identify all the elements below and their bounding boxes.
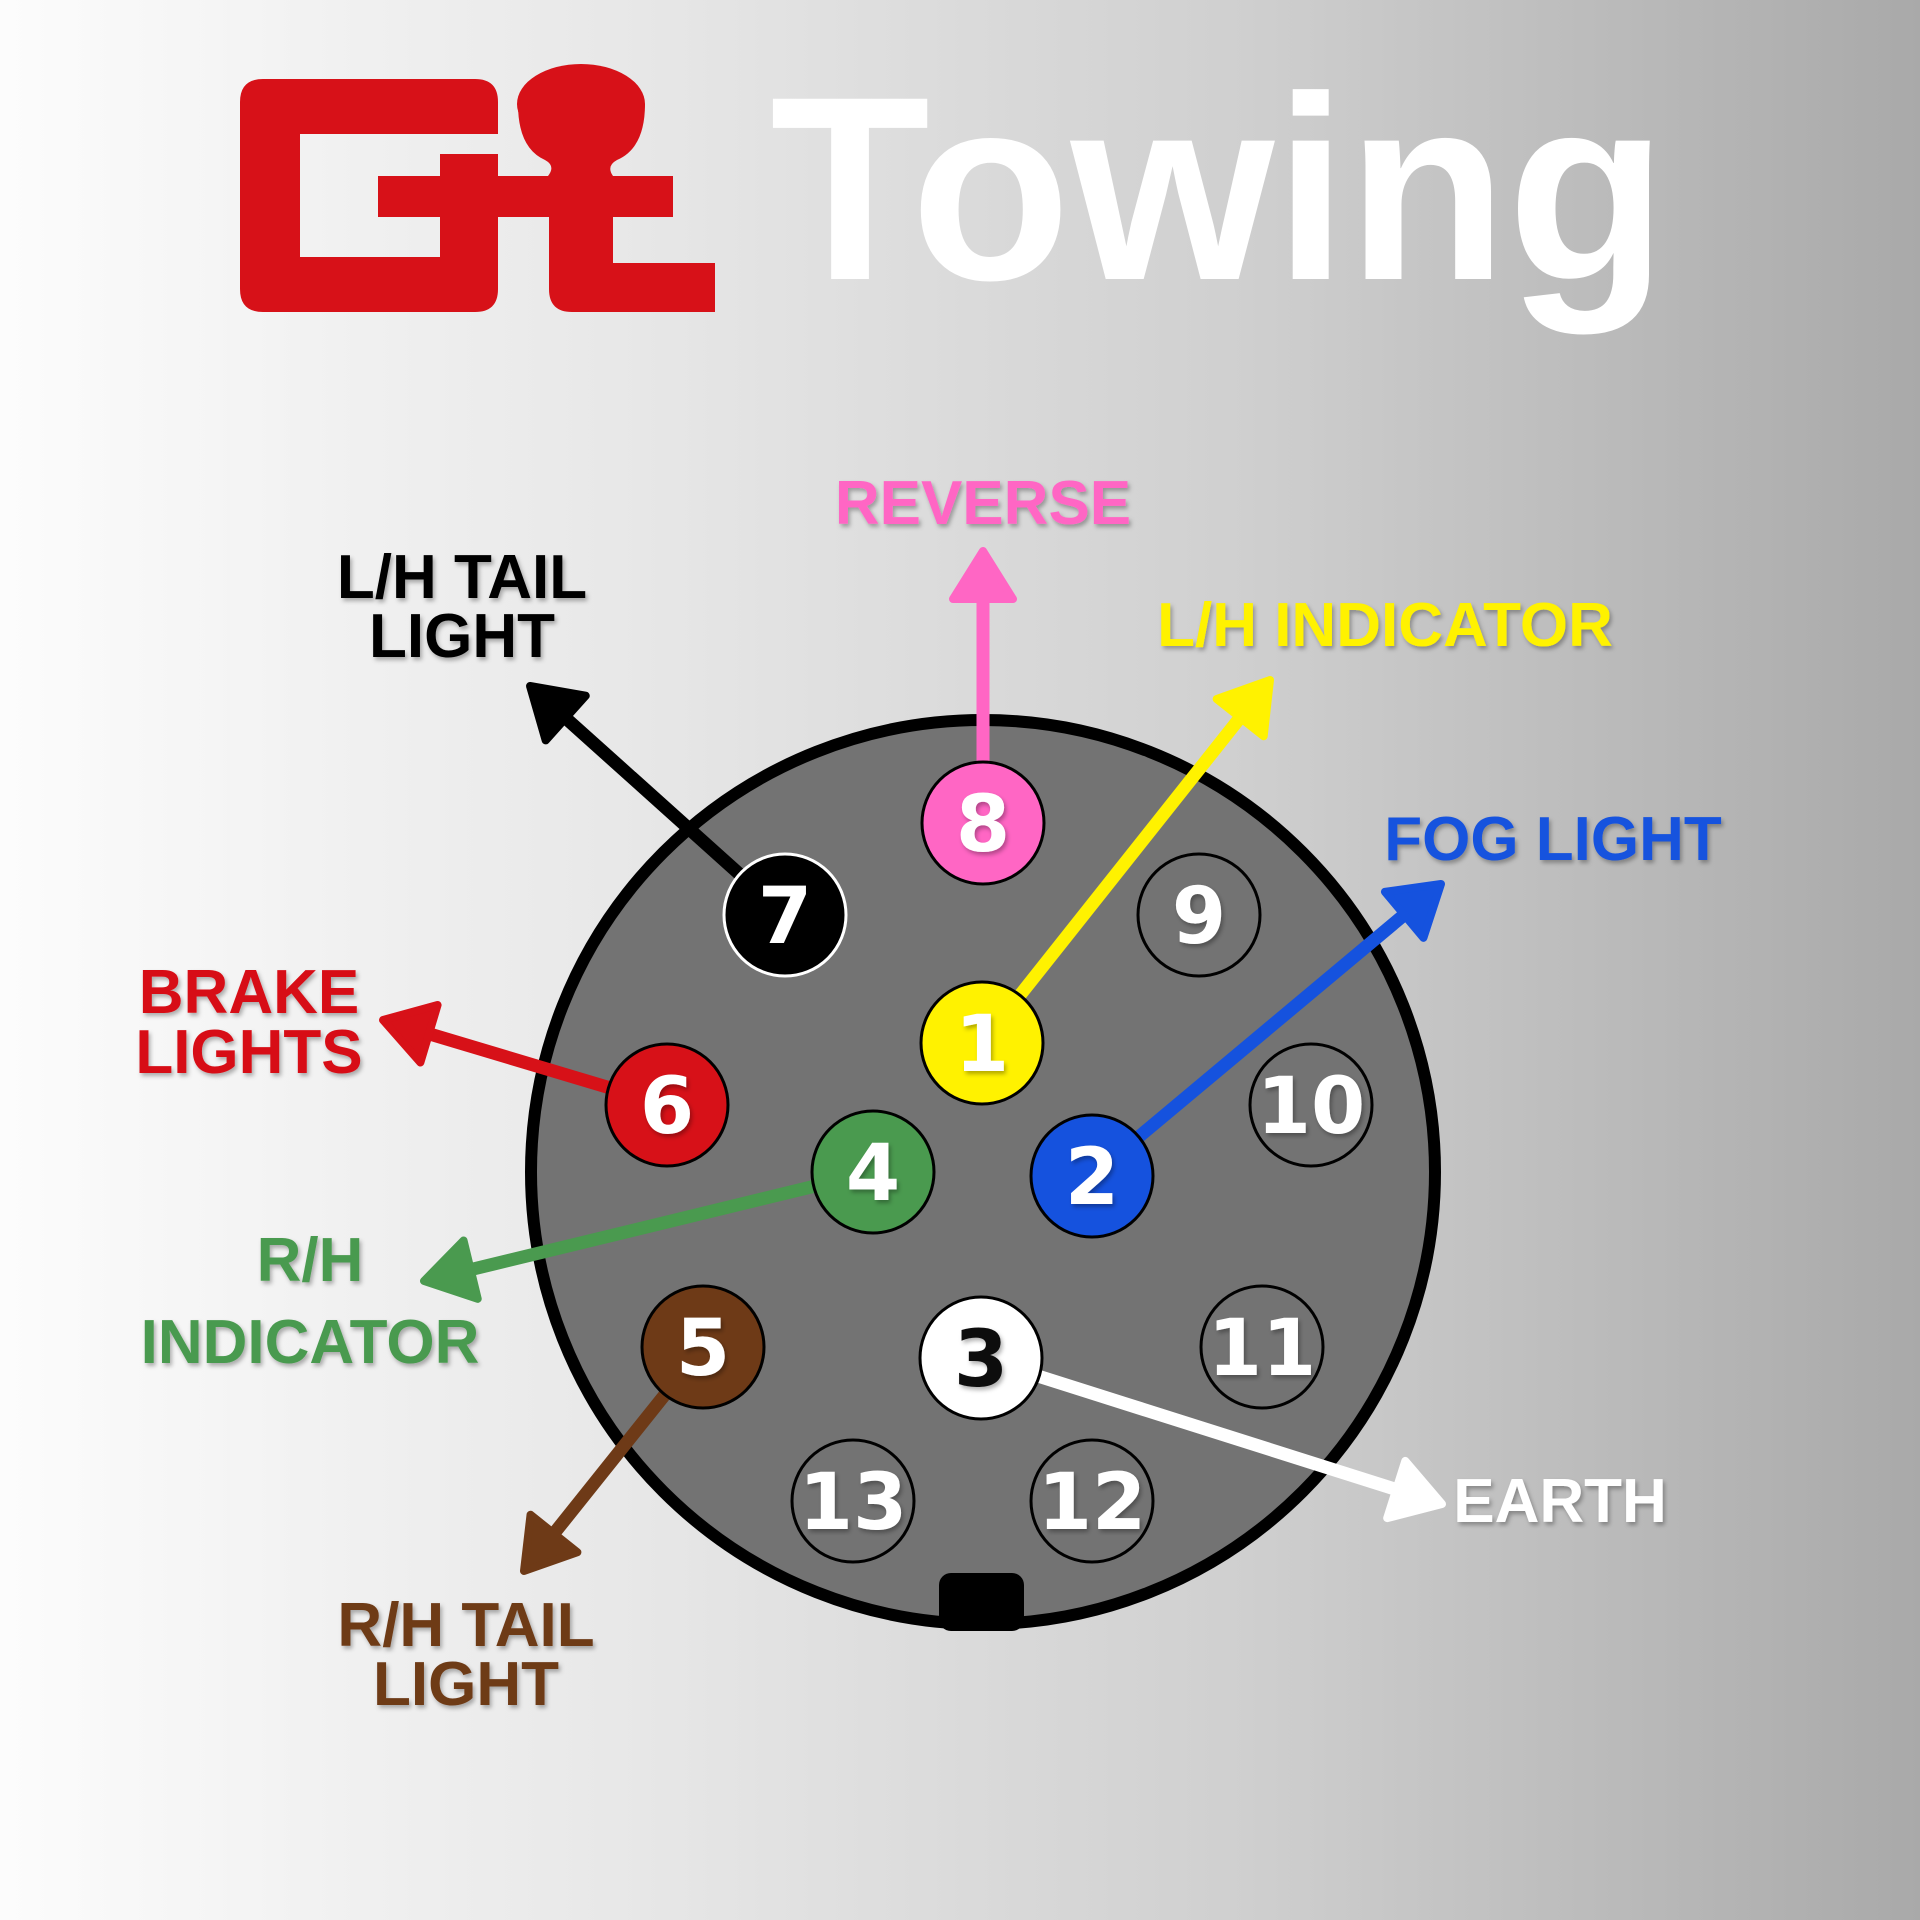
pin-12: 12 [1029, 1438, 1155, 1564]
arrowhead-icon [1212, 676, 1274, 741]
connector-key-notch [939, 1573, 1024, 1631]
pin-1: 1 [919, 980, 1045, 1106]
arrowhead-icon [379, 1001, 442, 1067]
gt-logo [240, 64, 715, 312]
pin-number: 5 [676, 1304, 730, 1394]
pin-number: 4 [846, 1129, 900, 1219]
pin-socket [722, 852, 848, 978]
pin-9: 9 [1136, 852, 1262, 978]
pin-number: 3 [954, 1315, 1008, 1405]
pin-socket [919, 980, 1045, 1106]
pin-socket [640, 1284, 766, 1410]
arrowhead-icon [1383, 1456, 1446, 1523]
pin-2: 2 [1029, 1113, 1155, 1239]
arrowhead-icon [420, 1236, 482, 1303]
pin-socket [604, 1042, 730, 1168]
pin-6: 6 [604, 1042, 730, 1168]
pin-7: 7 [722, 852, 848, 978]
label-lh-tail: L/H TAIL [337, 543, 587, 612]
pin-number: 7 [758, 872, 812, 962]
label-rh-indicator: INDICATOR [141, 1308, 480, 1377]
label-rh-tail: LIGHT [373, 1650, 559, 1719]
pin-socket [1029, 1113, 1155, 1239]
pin-8: 8 [920, 760, 1046, 886]
pin-socket [790, 1438, 916, 1564]
pin-number: 9 [1172, 872, 1226, 962]
pin-number: 11 [1208, 1304, 1317, 1394]
arrowhead-icon [949, 547, 1017, 603]
wire-pin-3 [979, 1351, 1403, 1497]
pin-socket [1136, 852, 1262, 978]
label-rh-indicator: R/H [257, 1226, 364, 1295]
pin-socket [1248, 1042, 1374, 1168]
pin-4: 4 [810, 1109, 936, 1235]
arrowhead-icon [1380, 880, 1445, 942]
label-brake: LIGHTS [135, 1018, 362, 1087]
wire-pin-2 [1087, 907, 1412, 1181]
pin-socket [1199, 1284, 1325, 1410]
pin-socket [918, 1295, 1044, 1421]
wire-pin-4 [465, 1165, 875, 1277]
pin-number: 2 [1065, 1133, 1119, 1223]
label-brake: BRAKE [139, 958, 359, 1027]
label-earth: EARTH [1453, 1467, 1667, 1536]
pin-3: 3 [918, 1295, 1044, 1421]
pin-socket [1029, 1438, 1155, 1564]
label-lh-indicator: L/H INDICATOR [1157, 591, 1613, 660]
pin-number: 12 [1038, 1458, 1147, 1548]
label-rh-tail: R/H TAIL [337, 1591, 594, 1660]
label-fog: FOG LIGHT [1384, 805, 1722, 874]
label-reverse: REVERSE [835, 469, 1131, 538]
pin-number: 1 [955, 1000, 1009, 1090]
wire-pin-1 [976, 710, 1248, 1048]
pin-number: 10 [1257, 1062, 1366, 1152]
pin-10: 10 [1248, 1042, 1374, 1168]
pin-13: 13 [790, 1438, 916, 1564]
pin-socket [920, 760, 1046, 886]
pin-number: 13 [799, 1458, 908, 1548]
pin-5: 5 [640, 1284, 766, 1410]
wires [379, 547, 1446, 1575]
label-lh-tail: LIGHT [369, 602, 555, 671]
pin-socket [810, 1109, 936, 1235]
pin-number: 8 [956, 780, 1010, 870]
brand-title: Towing [770, 42, 1667, 336]
pin-11: 11 [1199, 1284, 1325, 1410]
pin-number: 6 [640, 1062, 694, 1152]
arrowhead-icon [520, 1510, 582, 1575]
arrowhead-icon [526, 682, 590, 745]
